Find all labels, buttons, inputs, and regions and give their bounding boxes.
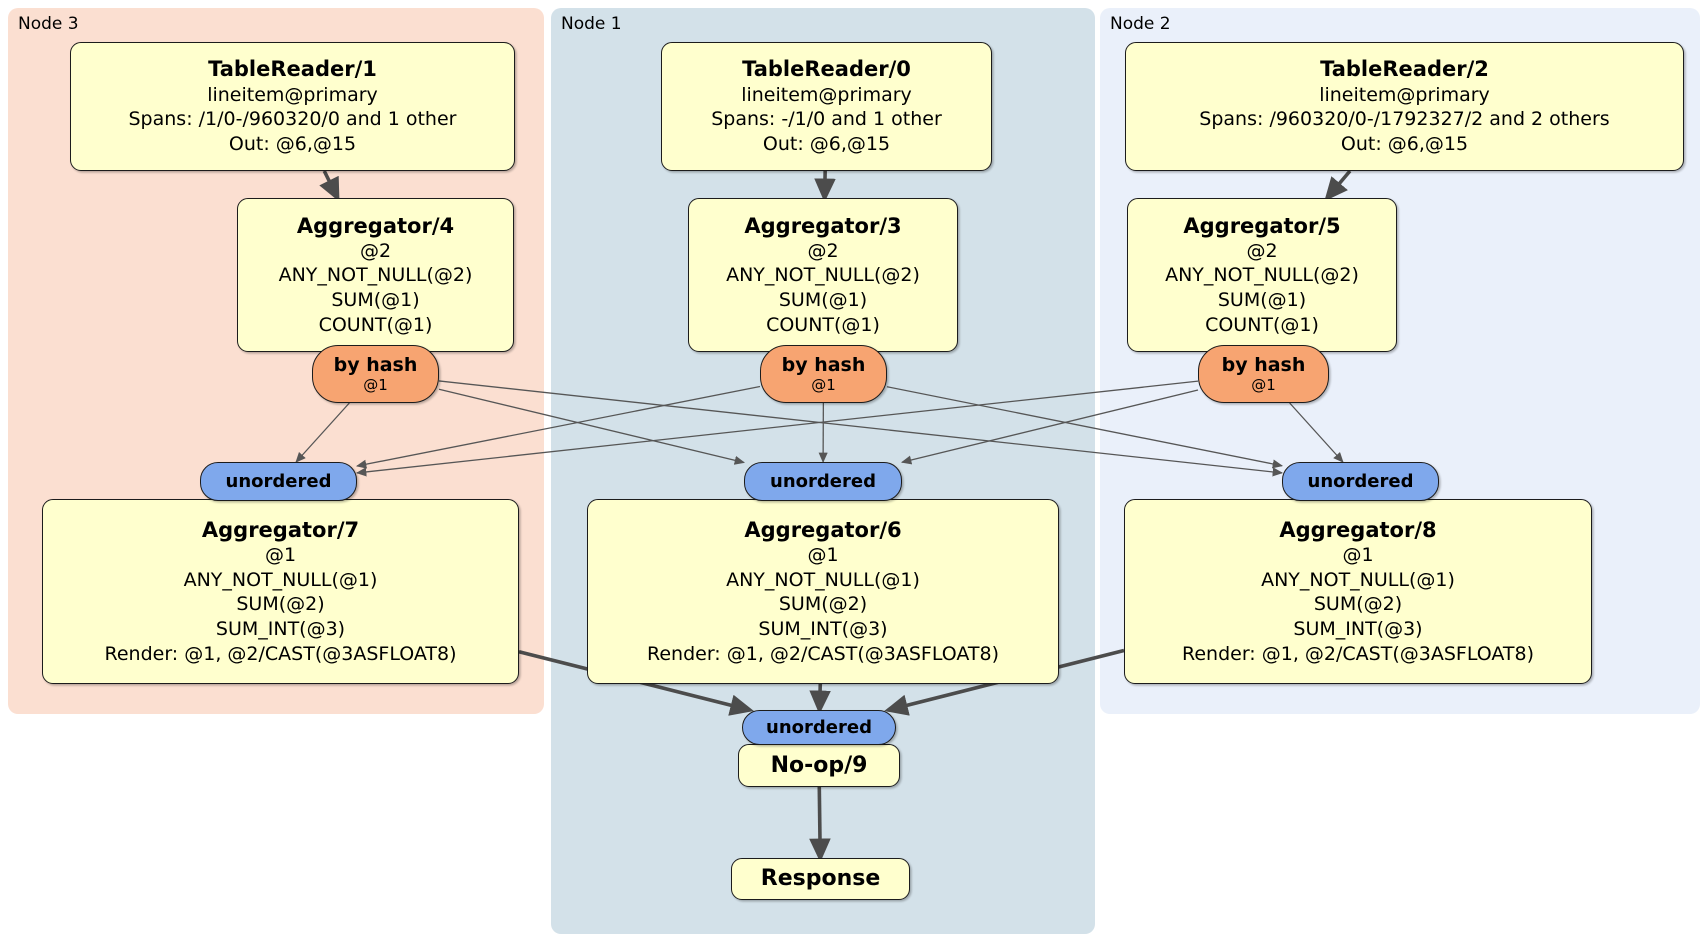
router-by-hash-5: by hash @1 — [1198, 345, 1329, 403]
stream-unordered-8: unordered — [1282, 462, 1439, 501]
router-by-hash-3: by hash @1 — [760, 345, 887, 403]
processor-response: Response — [731, 858, 910, 900]
edge-byhash3-to-uno7 — [355, 385, 761, 469]
stream-unordered-7: unordered — [200, 462, 357, 501]
edge-byhash4-to-uno7 — [295, 402, 350, 463]
processor-detail: @2 — [807, 239, 839, 262]
processor-detail: @2 — [1246, 239, 1278, 262]
processor-title: No-op/9 — [770, 752, 868, 778]
processor-detail: SUM(@1) — [778, 289, 868, 312]
processor-detail: ANY_NOT_NULL(@1) — [726, 568, 920, 591]
processor-aggregator-8: Aggregator/8 @1 ANY_NOT_NULL(@1) SUM(@2)… — [1124, 499, 1592, 684]
edge-agg6-to-unoBottom — [809, 683, 831, 715]
processor-noop-9: No-op/9 — [738, 744, 900, 787]
processor-detail: @1 — [807, 543, 839, 566]
edge-byhash4-to-uno8 — [438, 380, 1284, 477]
processor-detail: Render: @1, @2/CAST(@3ASFLOAT8) — [1182, 642, 1534, 665]
processor-tablereader-2: TableReader/2 lineitem@primary Spans: /9… — [1125, 42, 1684, 171]
router-label: by hash — [333, 353, 418, 376]
processor-detail: SUM(@1) — [331, 289, 420, 312]
stream-label: unordered — [770, 470, 876, 492]
panel-label-node-3: Node 3 — [18, 14, 79, 34]
edge-byhash5-to-uno8 — [1289, 402, 1344, 463]
processor-detail: lineitem@primary — [741, 83, 912, 106]
processor-detail: Out: @6,@15 — [762, 132, 891, 155]
processor-detail: COUNT(@1) — [318, 313, 433, 336]
edge-byhash5-to-uno7 — [355, 380, 1199, 477]
edge-byhash4-to-uno6 — [438, 388, 746, 465]
processor-detail: SUM(@2) — [236, 593, 325, 616]
processor-title: TableReader/0 — [742, 57, 911, 82]
processor-detail: COUNT(@1) — [1205, 313, 1319, 336]
processor-aggregator-3: Aggregator/3 @2 ANY_NOT_NULL(@2) SUM(@1)… — [688, 198, 958, 352]
processor-title: Aggregator/3 — [744, 213, 902, 238]
stream-label: unordered — [766, 716, 872, 738]
processor-aggregator-7: Aggregator/7 @1 ANY_NOT_NULL(@1) SUM(@2)… — [42, 499, 519, 684]
processor-detail: ANY_NOT_NULL(@2) — [726, 264, 920, 287]
processor-detail: lineitem@primary — [1319, 83, 1490, 106]
processor-detail: SUM_INT(@3) — [1293, 617, 1423, 640]
processor-title: Aggregator/4 — [296, 213, 455, 238]
processor-detail: @1 — [264, 543, 297, 566]
processor-detail: SUM(@2) — [778, 593, 868, 616]
processor-detail: lineitem@primary — [207, 83, 378, 106]
panel-label-node-1: Node 1 — [561, 14, 622, 34]
processor-title: Aggregator/7 — [201, 517, 360, 542]
processor-tablereader-0: TableReader/0 lineitem@primary Spans: -/… — [661, 42, 992, 171]
router-key: @1 — [1251, 375, 1276, 394]
processor-detail: Spans: /960320/0-/1792327/2 and 2 others — [1199, 108, 1610, 131]
processor-detail: SUM_INT(@3) — [758, 617, 888, 640]
processor-detail: Out: @6,@15 — [228, 132, 357, 155]
processor-aggregator-4: Aggregator/4 @2 ANY_NOT_NULL(@2) SUM(@1)… — [237, 198, 514, 352]
processor-detail: Out: @6,@15 — [1340, 132, 1469, 155]
processor-detail: SUM_INT(@3) — [215, 617, 346, 640]
processor-aggregator-5: Aggregator/5 @2 ANY_NOT_NULL(@2) SUM(@1)… — [1127, 198, 1397, 352]
processor-detail: @2 — [359, 239, 392, 262]
edge-tr0-to-agg3 — [814, 170, 836, 203]
processor-title: Aggregator/5 — [1183, 213, 1341, 238]
stream-label: unordered — [1307, 470, 1414, 492]
processor-detail: Render: @1, @2/CAST(@3ASFLOAT8) — [104, 642, 457, 665]
processor-detail: Spans: /1/0-/960320/0 and 1 other — [128, 108, 457, 131]
processor-detail: ANY_NOT_NULL(@2) — [278, 264, 473, 287]
stream-unordered-final: unordered — [742, 710, 896, 745]
processor-aggregator-6: Aggregator/6 @1 ANY_NOT_NULL(@1) SUM(@2)… — [587, 499, 1059, 684]
processor-title: TableReader/2 — [1320, 57, 1489, 82]
router-key: @1 — [811, 375, 836, 394]
processor-detail: COUNT(@1) — [766, 313, 880, 336]
processor-detail: Spans: -/1/0 and 1 other — [711, 108, 942, 131]
processor-title: Aggregator/8 — [1279, 517, 1437, 542]
panel-label-node-2: Node 2 — [1110, 14, 1171, 34]
processor-detail: @1 — [1342, 543, 1374, 566]
edge-byhash5-to-uno6 — [900, 389, 1199, 465]
processor-detail: Render: @1, @2/CAST(@3ASFLOAT8) — [647, 642, 999, 665]
processor-detail: ANY_NOT_NULL(@1) — [1261, 568, 1455, 591]
edge-noop-to-response — [809, 786, 831, 863]
processor-title: TableReader/1 — [208, 57, 377, 82]
edge-byhash3-to-uno8 — [886, 386, 1284, 469]
router-label: by hash — [781, 353, 866, 376]
processor-detail: SUM(@2) — [1313, 593, 1403, 616]
processor-tablereader-1: TableReader/1 lineitem@primary Spans: /1… — [70, 42, 515, 171]
processor-detail: ANY_NOT_NULL(@2) — [1165, 264, 1359, 287]
processor-title: Response — [760, 866, 881, 892]
stream-unordered-6: unordered — [744, 462, 902, 501]
processor-title: Aggregator/6 — [744, 517, 902, 542]
stream-label: unordered — [225, 470, 332, 492]
router-key: @1 — [363, 375, 388, 394]
edge-tr2-to-agg5 — [1324, 169, 1352, 202]
processor-detail: ANY_NOT_NULL(@1) — [183, 568, 378, 591]
edge-tr1-to-agg4 — [319, 170, 340, 202]
processor-detail: SUM(@1) — [1217, 289, 1307, 312]
router-label: by hash — [1221, 353, 1306, 376]
router-by-hash-4: by hash @1 — [312, 345, 439, 403]
